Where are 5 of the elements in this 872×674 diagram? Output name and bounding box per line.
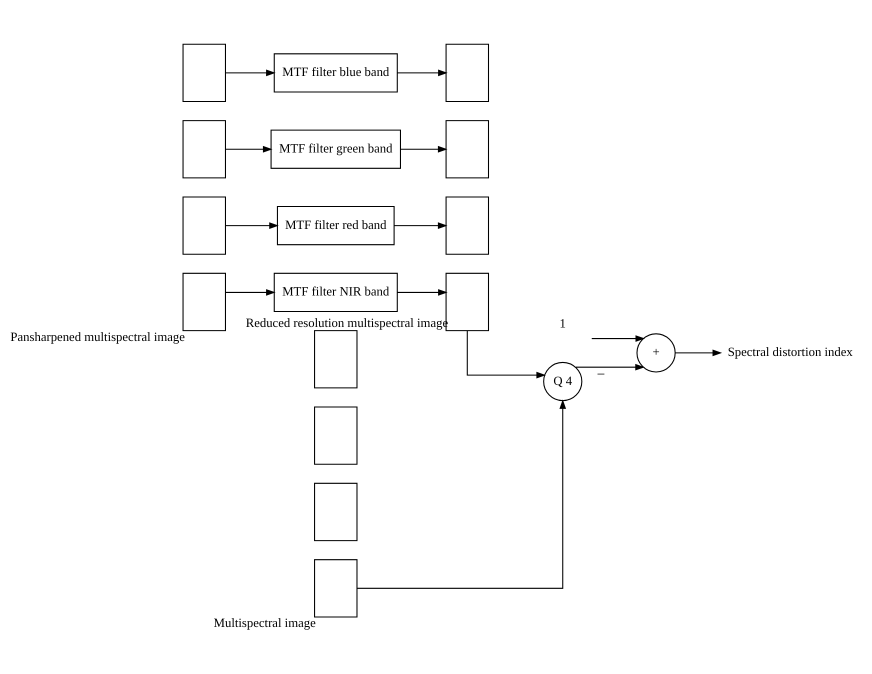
node-label: Pansharpened multispectral image <box>10 329 185 344</box>
node-label: Multispectral image <box>214 616 316 630</box>
node-text: 1 <box>560 316 566 330</box>
node-text: Spectral distortion index <box>728 344 853 359</box>
edge-label: − <box>596 366 606 383</box>
